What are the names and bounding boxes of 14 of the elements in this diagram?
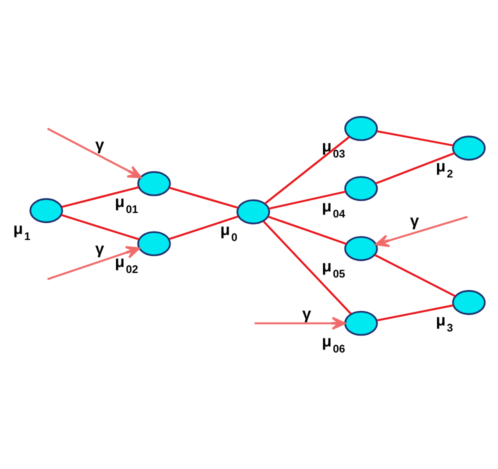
edge-label: γ [95,136,104,154]
node-label: μ$_{06}$ [322,333,346,356]
node-label: μ$_{02}$ [114,254,138,276]
node-label: μ$_{3}$ [436,312,453,335]
node-label: μ$_{03}$ [322,138,346,161]
node-label: μ$_{05}$ [322,258,346,281]
edge-label: γ [302,306,312,323]
node-label: μ$_{2}$ [436,158,453,180]
node-label: μ$_{04}$ [322,198,346,221]
node-label: μ$_{1}$ [13,220,30,243]
node-label: μ$_{0}$ [220,222,238,244]
edge-label: γ [95,240,104,258]
node-label: μ$_{01}$ [114,194,138,216]
edge-label: γ [410,212,419,230]
